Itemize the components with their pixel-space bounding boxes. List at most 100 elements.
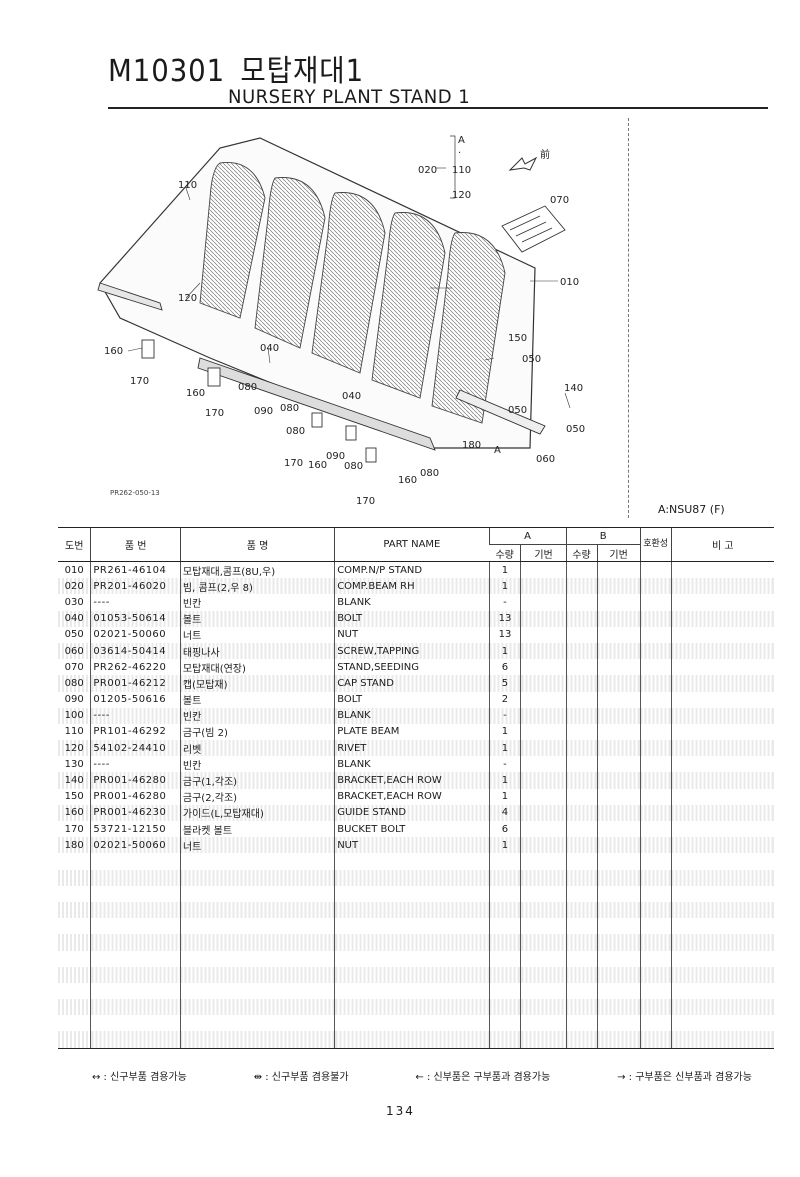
table-row — [58, 1015, 774, 1032]
cell-no: 110 — [58, 723, 91, 741]
cell-compat — [639, 918, 672, 935]
cell-part-no: PR001-46230 — [90, 804, 181, 821]
cell-qty-b — [565, 853, 597, 870]
cell-compat — [639, 934, 672, 951]
cell-remarks — [670, 610, 774, 627]
cell-no: 070 — [58, 659, 91, 676]
header-compat: 호환성 — [639, 527, 672, 562]
callout-170-d: 170 — [356, 496, 375, 507]
cell-qty-b — [565, 788, 597, 805]
cell-compat — [639, 659, 672, 676]
cell-qty-a: 1 — [488, 837, 521, 854]
cell-no — [58, 918, 91, 935]
cell-name-en: NUT — [334, 837, 489, 854]
cell-qty-b — [565, 723, 597, 741]
cell-base-b — [596, 610, 641, 627]
cell-name-kr: 빈칸 — [179, 707, 335, 724]
cell-qty-a — [488, 1015, 521, 1032]
cell-no: 010 — [58, 561, 91, 579]
cell-base-b — [596, 804, 641, 821]
cell-name-en: BLANK — [334, 707, 489, 724]
cell-qty-a: 1 — [488, 578, 521, 595]
cell-qty-b — [565, 707, 597, 724]
cell-base-a — [520, 950, 567, 967]
header-name-en: PART NAME — [334, 527, 489, 562]
cell-remarks — [670, 1031, 774, 1049]
cell-qty-a: 1 — [488, 772, 521, 789]
cell-remarks — [670, 642, 774, 660]
cell-name-en — [334, 1031, 489, 1049]
cell-remarks — [670, 626, 774, 643]
cell-qty-a: 1 — [488, 723, 521, 741]
cell-base-b — [596, 869, 641, 886]
cell-qty-b — [565, 966, 597, 983]
cell-name-en: BUCKET BOLT — [334, 821, 489, 838]
cell-base-b — [596, 561, 641, 579]
cell-compat — [639, 594, 672, 611]
page-subtitle: NURSERY PLANT STAND 1 — [228, 86, 471, 108]
table-row — [58, 1031, 774, 1049]
callout-050-a: 050 — [522, 354, 541, 365]
header-name-kr: 품 명 — [179, 527, 335, 562]
legend-item: ← : 신부품은 구부품과 겸용가능 — [415, 1072, 551, 1083]
diagram-divider — [628, 118, 629, 518]
cell-part-no — [90, 853, 181, 870]
callout-050-c: 050 — [566, 424, 585, 435]
callout-180: 180 — [462, 440, 481, 451]
cell-no: 060 — [58, 642, 91, 660]
cell-no: 050 — [58, 626, 91, 643]
callout-a-bottom: A — [494, 445, 501, 456]
cell-base-a — [520, 869, 567, 886]
cell-base-a — [520, 756, 567, 773]
callout-070: 070 — [550, 195, 569, 206]
cell-qty-a: 1 — [488, 642, 521, 660]
cell-base-b — [596, 626, 641, 643]
callout-040-b: 040 — [342, 391, 361, 402]
cell-name-kr: 캡(모탑재) — [179, 675, 335, 692]
cell-compat — [639, 675, 672, 692]
direction-label: 前 — [540, 148, 550, 161]
cell-remarks — [670, 707, 774, 724]
cell-base-b — [596, 659, 641, 676]
cell-compat — [639, 821, 672, 838]
cell-compat — [639, 853, 672, 870]
callout-160-b: 160 — [186, 388, 205, 399]
callout-080-b: 080 — [280, 403, 299, 414]
cell-part-no: PR101-46292 — [90, 723, 181, 741]
cell-base-b — [596, 1031, 641, 1049]
cell-name-en: BRACKET,EACH ROW — [334, 788, 489, 805]
cell-base-b — [596, 772, 641, 789]
cell-base-a — [520, 740, 567, 757]
header-remarks: 비 고 — [670, 527, 774, 562]
cell-base-a — [520, 659, 567, 676]
legend-item: ⇹ : 신구부품 겸용불가 — [253, 1072, 349, 1083]
cell-base-a — [520, 1015, 567, 1032]
cell-part-no: 01053-50614 — [90, 610, 181, 627]
cell-remarks — [670, 999, 774, 1016]
cell-no — [58, 934, 91, 951]
cell-base-a — [520, 610, 567, 627]
cell-no — [58, 1031, 91, 1049]
cell-name-en — [334, 885, 489, 902]
cell-base-a — [520, 594, 567, 611]
cell-base-b — [596, 950, 641, 967]
cell-base-b — [596, 723, 641, 741]
cell-qty-a: 13 — [488, 610, 521, 627]
callout-020: 020 — [418, 165, 437, 176]
callout-080-a: 080 — [238, 382, 257, 393]
callout-010: 010 — [560, 277, 579, 288]
header-a-qty: 수량 — [489, 544, 521, 562]
cell-compat — [639, 885, 672, 902]
cell-name-en — [334, 869, 489, 886]
callout-a-top: A — [458, 135, 465, 146]
cell-part-no: PR262-46220 — [90, 659, 181, 676]
header-b-base: 기번 — [596, 544, 641, 562]
cell-name-en: COMP.N/P STAND — [334, 561, 489, 579]
